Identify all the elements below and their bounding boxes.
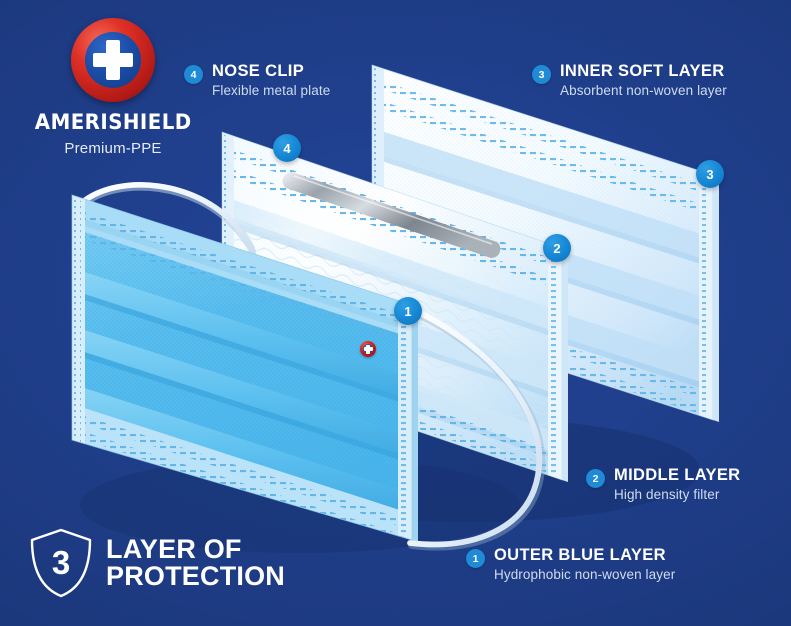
- pin-label-2: 2: [553, 240, 561, 256]
- callout-subtitle-inner-soft-layer: Absorbent non-woven layer: [560, 83, 727, 98]
- mask-layer-1-outer-blue: [71, 194, 418, 542]
- protection-shield-outline: [30, 528, 92, 598]
- callout-nose-clip: 4 NOSE CLIP Flexible metal plate: [184, 62, 330, 99]
- protection-title: LAYER OF PROTECTION: [106, 536, 285, 590]
- ear-loop-bottom: [407, 307, 546, 551]
- callout-title-middle-layer: MIDDLE LAYER: [614, 466, 741, 484]
- protection-summary: 3 LAYER OF PROTECTION: [30, 528, 285, 598]
- brand-logo: AMERISHIELD Premium-PPE: [28, 18, 198, 157]
- pin-outer-blue-layer: 1: [394, 297, 422, 325]
- protection-title-line2: PROTECTION: [106, 561, 286, 591]
- ear-loop-top: [80, 182, 257, 262]
- callout-title-nose-clip: NOSE CLIP: [212, 62, 305, 80]
- shield-outline-icon: 3: [30, 528, 92, 598]
- callout-middle-layer: 2 MIDDLE LAYER High density filter: [586, 466, 740, 503]
- pin-nose-clip: 4: [273, 134, 301, 162]
- pin-inner-soft-layer: 3: [696, 160, 724, 188]
- shield-medical-cross-icon: [71, 18, 155, 102]
- callout-outer-blue-layer: 1 OUTER BLUE LAYER Hydrophobic non-woven…: [466, 546, 675, 583]
- callout-inner-soft-layer: 3 INNER SOFT LAYER Absorbent non-woven l…: [532, 62, 727, 99]
- protection-title-line1: LAYER OF: [106, 534, 242, 564]
- callout-title-inner-soft-layer: INNER SOFT LAYER: [560, 62, 725, 80]
- callout-number-4: 4: [184, 65, 203, 84]
- callout-number-3: 3: [532, 65, 551, 84]
- callout-number-1: 1: [466, 549, 485, 568]
- callout-number-2: 2: [586, 469, 605, 488]
- mask-brand-dot-icon: [360, 341, 376, 357]
- brand-name: AMERISHIELD: [34, 110, 192, 135]
- pin-label-3: 3: [706, 166, 714, 182]
- callout-title-outer-blue-layer: OUTER BLUE LAYER: [494, 546, 666, 564]
- nose-clip-bar: [282, 171, 501, 259]
- pin-label-1: 1: [404, 303, 412, 319]
- pin-label-4: 4: [283, 140, 291, 156]
- callout-subtitle-outer-blue-layer: Hydrophobic non-woven layer: [494, 567, 676, 582]
- pin-middle-layer: 2: [543, 234, 571, 262]
- callout-subtitle-middle-layer: High density filter: [614, 487, 720, 502]
- protection-count: 3: [51, 544, 71, 581]
- brand-tagline: Premium-PPE: [64, 140, 162, 157]
- callout-subtitle-nose-clip: Flexible metal plate: [212, 83, 331, 98]
